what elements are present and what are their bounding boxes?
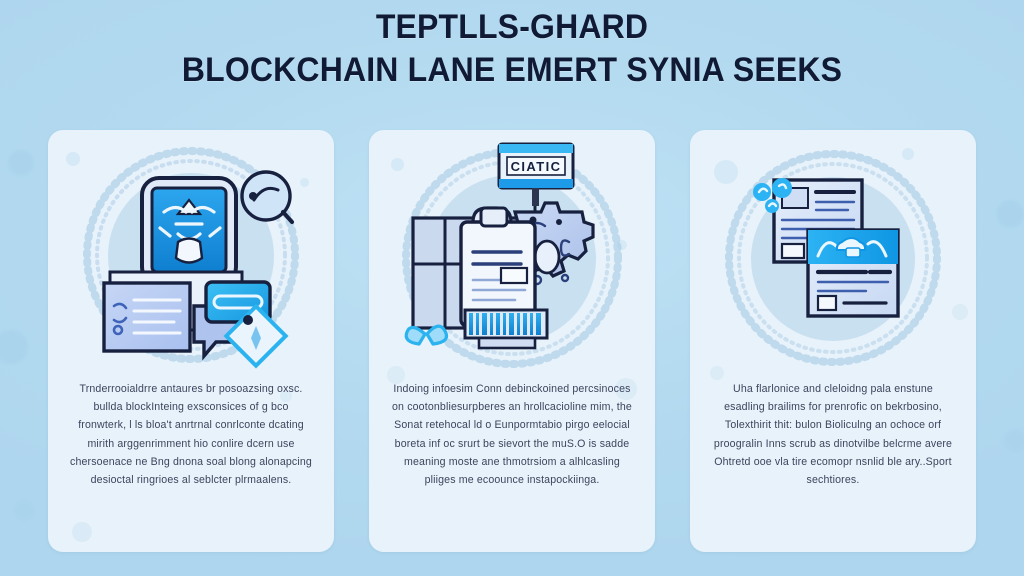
card-body-text: Uha flarlonice and cleloidng pala enstun… <box>713 383 953 487</box>
card-body-text: Trnderrooialdrre antaures br posoazsing … <box>70 383 312 487</box>
background-blob <box>1004 430 1024 452</box>
svg-text:CIATIC: CIATIC <box>511 159 562 174</box>
background-blob <box>996 200 1024 228</box>
title-line-primary: TEPTLLS-GHARD <box>375 8 649 46</box>
card-body-text: Indoing infoesim Conn debinckoined percs… <box>392 383 632 487</box>
background-blob <box>14 500 34 520</box>
card-smart-contract[interactable]: CIATIC <box>369 130 655 552</box>
sign-monitor: CIATIC <box>497 142 575 218</box>
card-blob <box>72 522 92 542</box>
illustration-secure-device <box>48 130 334 380</box>
illustration-documents-data <box>690 130 976 380</box>
page-title: TEPTLLS-GHARD BLOCKCHAIN LANE EMERT SYNI… <box>0 8 1024 89</box>
title-line-secondary: BLOCKCHAIN LANE EMERT SYNIA SEEKS <box>181 50 843 89</box>
background-blob <box>8 150 34 176</box>
illustration-smart-contract: CIATIC <box>369 130 655 380</box>
card-secure-device[interactable]: Trnderrooialdrre antaures br posoazsing … <box>48 130 334 552</box>
card-documents-data[interactable]: Uha flarlonice and cleloidng pala enstun… <box>690 130 976 552</box>
cards-row: Trnderrooialdrre antaures br posoazsing … <box>48 130 976 552</box>
background-blob <box>0 330 28 364</box>
